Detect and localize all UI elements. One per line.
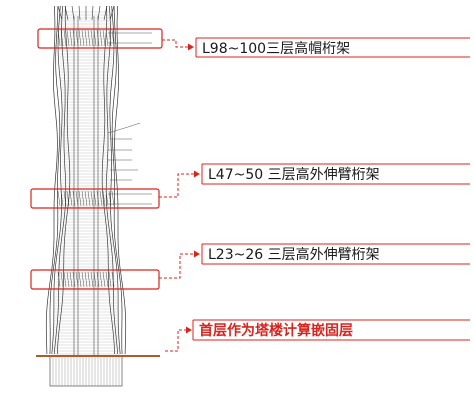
truss-member [75,271,79,288]
truss-member [57,271,61,288]
truss-member [99,190,103,207]
truss-member [66,29,70,47]
truss-member [63,190,67,207]
truss-member [93,271,97,288]
truss-member [72,29,76,47]
truss-member [111,271,115,288]
truss-member [69,271,73,288]
callout-hat-truss: L98~100三层高帽桁架 [202,40,350,57]
truss-member [96,271,100,288]
truss-member [90,190,94,207]
truss-member [99,271,103,288]
truss-member [57,190,61,207]
annotation-leaders [107,32,152,205]
truss-member [75,190,79,207]
truss-member [96,190,100,207]
connector-hat-truss [162,39,188,48]
truss-member [96,29,100,47]
arrow-icon [194,170,200,178]
crown-fin [71,5,75,21]
truss-member [111,29,115,47]
truss-member [111,190,115,207]
tower-column-left [51,5,63,355]
truss-member [105,190,109,207]
label-box-outrigger-upper [201,163,470,185]
tower-structure [45,5,127,387]
connector-outrigger-upper [159,173,194,198]
truss-member [102,271,106,288]
crown-fin [103,5,108,21]
leader-line [107,122,141,134]
highlight-boxes [30,28,163,290]
callout-outrigger-lower: L23~26 三层高外伸臂桁架 [208,246,380,263]
truss-member [93,190,97,207]
connector-arrows [186,43,200,334]
truss-member [78,271,82,288]
tower-column-left [45,5,58,355]
truss-member [69,29,73,47]
highlight-box-outrigger-lower [30,269,160,290]
truss-member [108,190,112,207]
truss-member [72,271,76,288]
truss-member [108,29,112,47]
truss-member [81,29,85,47]
truss-member [84,29,88,47]
crown-fin [109,5,115,21]
truss-member [81,271,85,288]
truss-member [108,271,112,288]
truss-member [93,29,97,47]
truss-member [81,190,85,207]
label-box-hat-truss [195,37,470,58]
callout-connectors [159,39,194,352]
callout-outrigger-upper: L47~50 三层高外伸臂桁架 [208,166,380,183]
truss-member [78,190,82,207]
highlight-box-hat-truss [37,28,163,49]
truss-member [66,190,70,207]
truss-member [60,271,64,288]
connector-outrigger-lower [159,253,194,279]
truss-member [90,271,94,288]
truss-member [102,29,106,47]
crown-fin [78,5,81,21]
crown-fin [64,5,69,21]
highlight-box-outrigger-upper [30,188,160,209]
truss-member [105,271,109,288]
truss-member [102,190,106,207]
tower-column-left [49,5,61,355]
arrow-icon [186,326,192,334]
label-box-outrigger-lower [201,243,470,265]
truss-member [72,190,76,207]
truss-member [90,29,94,47]
truss-member [105,29,109,47]
truss-member [57,29,61,47]
callout-label-boxes [192,37,470,341]
crown-fin [91,5,94,21]
crown-fin [97,5,101,21]
truss-member [78,29,82,47]
truss-member [84,190,88,207]
truss-member [75,29,79,47]
truss-member [69,190,73,207]
truss-member [87,29,91,47]
truss-member [84,271,88,288]
arrow-icon [194,250,200,258]
truss-member [66,271,70,288]
truss-member [63,29,67,47]
arrow-icon [188,43,194,51]
crown-fin [57,5,63,21]
truss-member [60,190,64,207]
truss-member [60,29,64,47]
callout-base-embedment: 首层作为塔楼计算嵌固层 [199,322,353,339]
truss-member [63,271,67,288]
connector-base [165,329,186,352]
label-box-base [192,319,470,341]
truss-member [87,271,91,288]
truss-member [99,29,103,47]
truss-member [87,190,91,207]
